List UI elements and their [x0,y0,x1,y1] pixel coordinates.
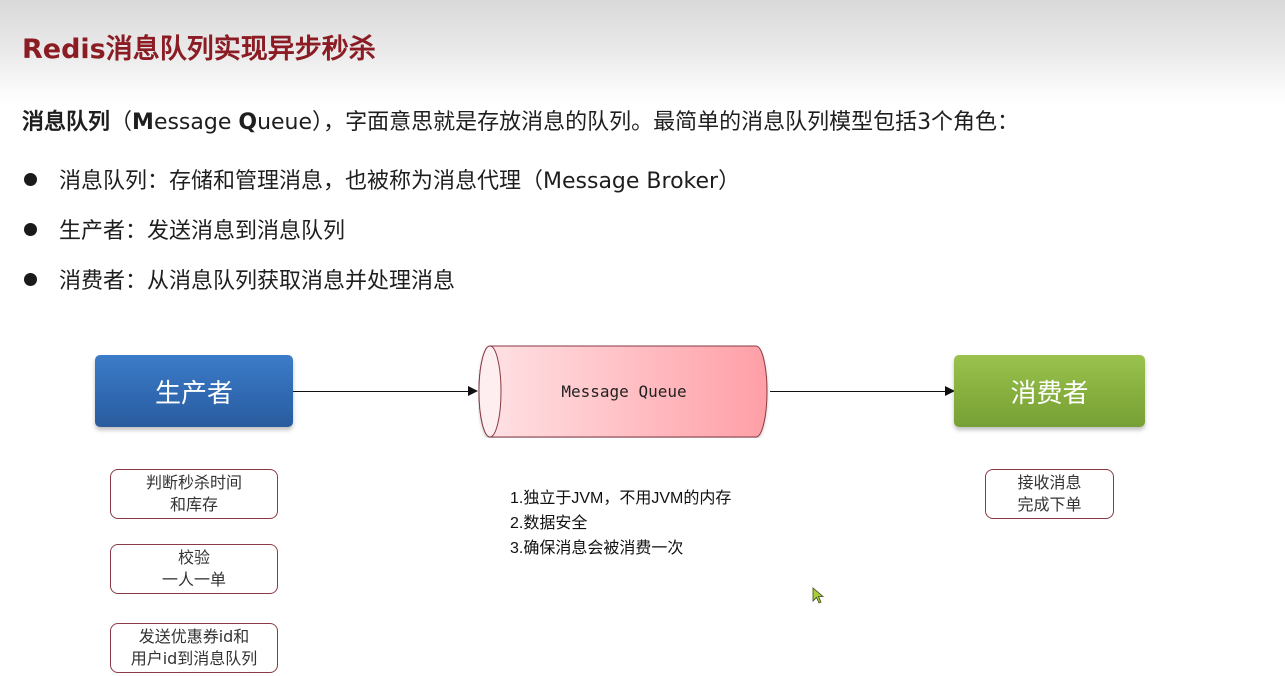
role-list-item: 消费者：从消息队列获取消息并处理消息 [22,254,740,304]
intro-paren-close: ） [312,110,324,135]
arrow-head-icon [468,386,478,396]
intro-paren-open: （ [110,110,133,135]
arrow-queue-to-consumer [770,391,946,392]
queue-notes: 1.独立于JVM，不用JVM的内存 2.数据安全 3.确保消息会被消费一次 [510,486,731,561]
intro-paragraph: 消息队列（Message Queue），字面意思就是存放消息的队列。最简单的消息… [22,104,1019,136]
step-line: 和库存 [169,495,218,514]
slide-header: Redis消息队列实现异步秒杀 [0,0,1285,105]
bullet-icon [24,272,37,286]
cylinder-icon [478,345,768,438]
consumer-label: 消费者 [1010,378,1089,409]
producer-step-send-to-queue: 发送优惠券id和 用户id到消息队列 [110,623,278,673]
queue-label: Message Queue [561,382,687,401]
role-list: 消息队列：存储和管理消息，也被称为消息代理（Message Broker） 生产… [22,154,740,304]
role-text: 消息队列：存储和管理消息，也被称为消息代理（Message Broker） [59,169,741,194]
step-line: 判断秒杀时间 [145,473,242,492]
consumer-step-receive-order: 接收消息 完成下单 [985,469,1114,519]
mouse-pointer-icon [812,587,825,604]
step-line: 发送优惠券id和 [138,627,250,646]
intro-word-essage: essage [153,110,239,135]
role-list-item: 生产者：发送消息到消息队列 [22,204,740,254]
arrow-producer-to-queue [293,391,469,392]
role-text: 生产者：发送消息到消息队列 [59,219,346,244]
intro-term: 消息队列 [22,110,111,135]
queue-note: 1.独立于JVM，不用JVM的内存 [510,490,732,507]
step-line: 一人一单 [161,570,226,589]
step-line: 接收消息 [1017,473,1082,492]
step-line: 用户id到消息队列 [130,649,258,668]
queue-note: 2.数据安全 [510,515,588,532]
bullet-icon [24,172,37,186]
producer-step-one-per-user: 校验 一人一单 [110,544,278,594]
slide-title: Redis消息队列实现异步秒杀 [22,34,376,65]
intro-letter-q: Q [238,110,258,135]
arrow-head-icon [945,386,955,396]
role-list-item: 消息队列：存储和管理消息，也被称为消息代理（Message Broker） [22,154,740,204]
step-line: 完成下单 [1017,495,1082,514]
producer-step-check-time-stock: 判断秒杀时间 和库存 [110,469,278,519]
bullet-icon [24,222,37,236]
queue-note: 3.确保消息会被消费一次 [510,540,684,557]
intro-letter-m: M [132,110,154,135]
intro-rest: ，字面意思就是存放消息的队列。最简单的消息队列模型包括3个角色： [323,110,1020,135]
producer-label: 生产者 [154,378,233,409]
step-line: 校验 [177,548,210,567]
role-text: 消费者：从消息队列获取消息并处理消息 [59,269,456,294]
message-queue-node: Message Queue [478,345,770,438]
consumer-node: 消费者 [954,355,1145,427]
intro-word-ueue: ueue [257,110,313,135]
producer-node: 生产者 [95,355,293,427]
